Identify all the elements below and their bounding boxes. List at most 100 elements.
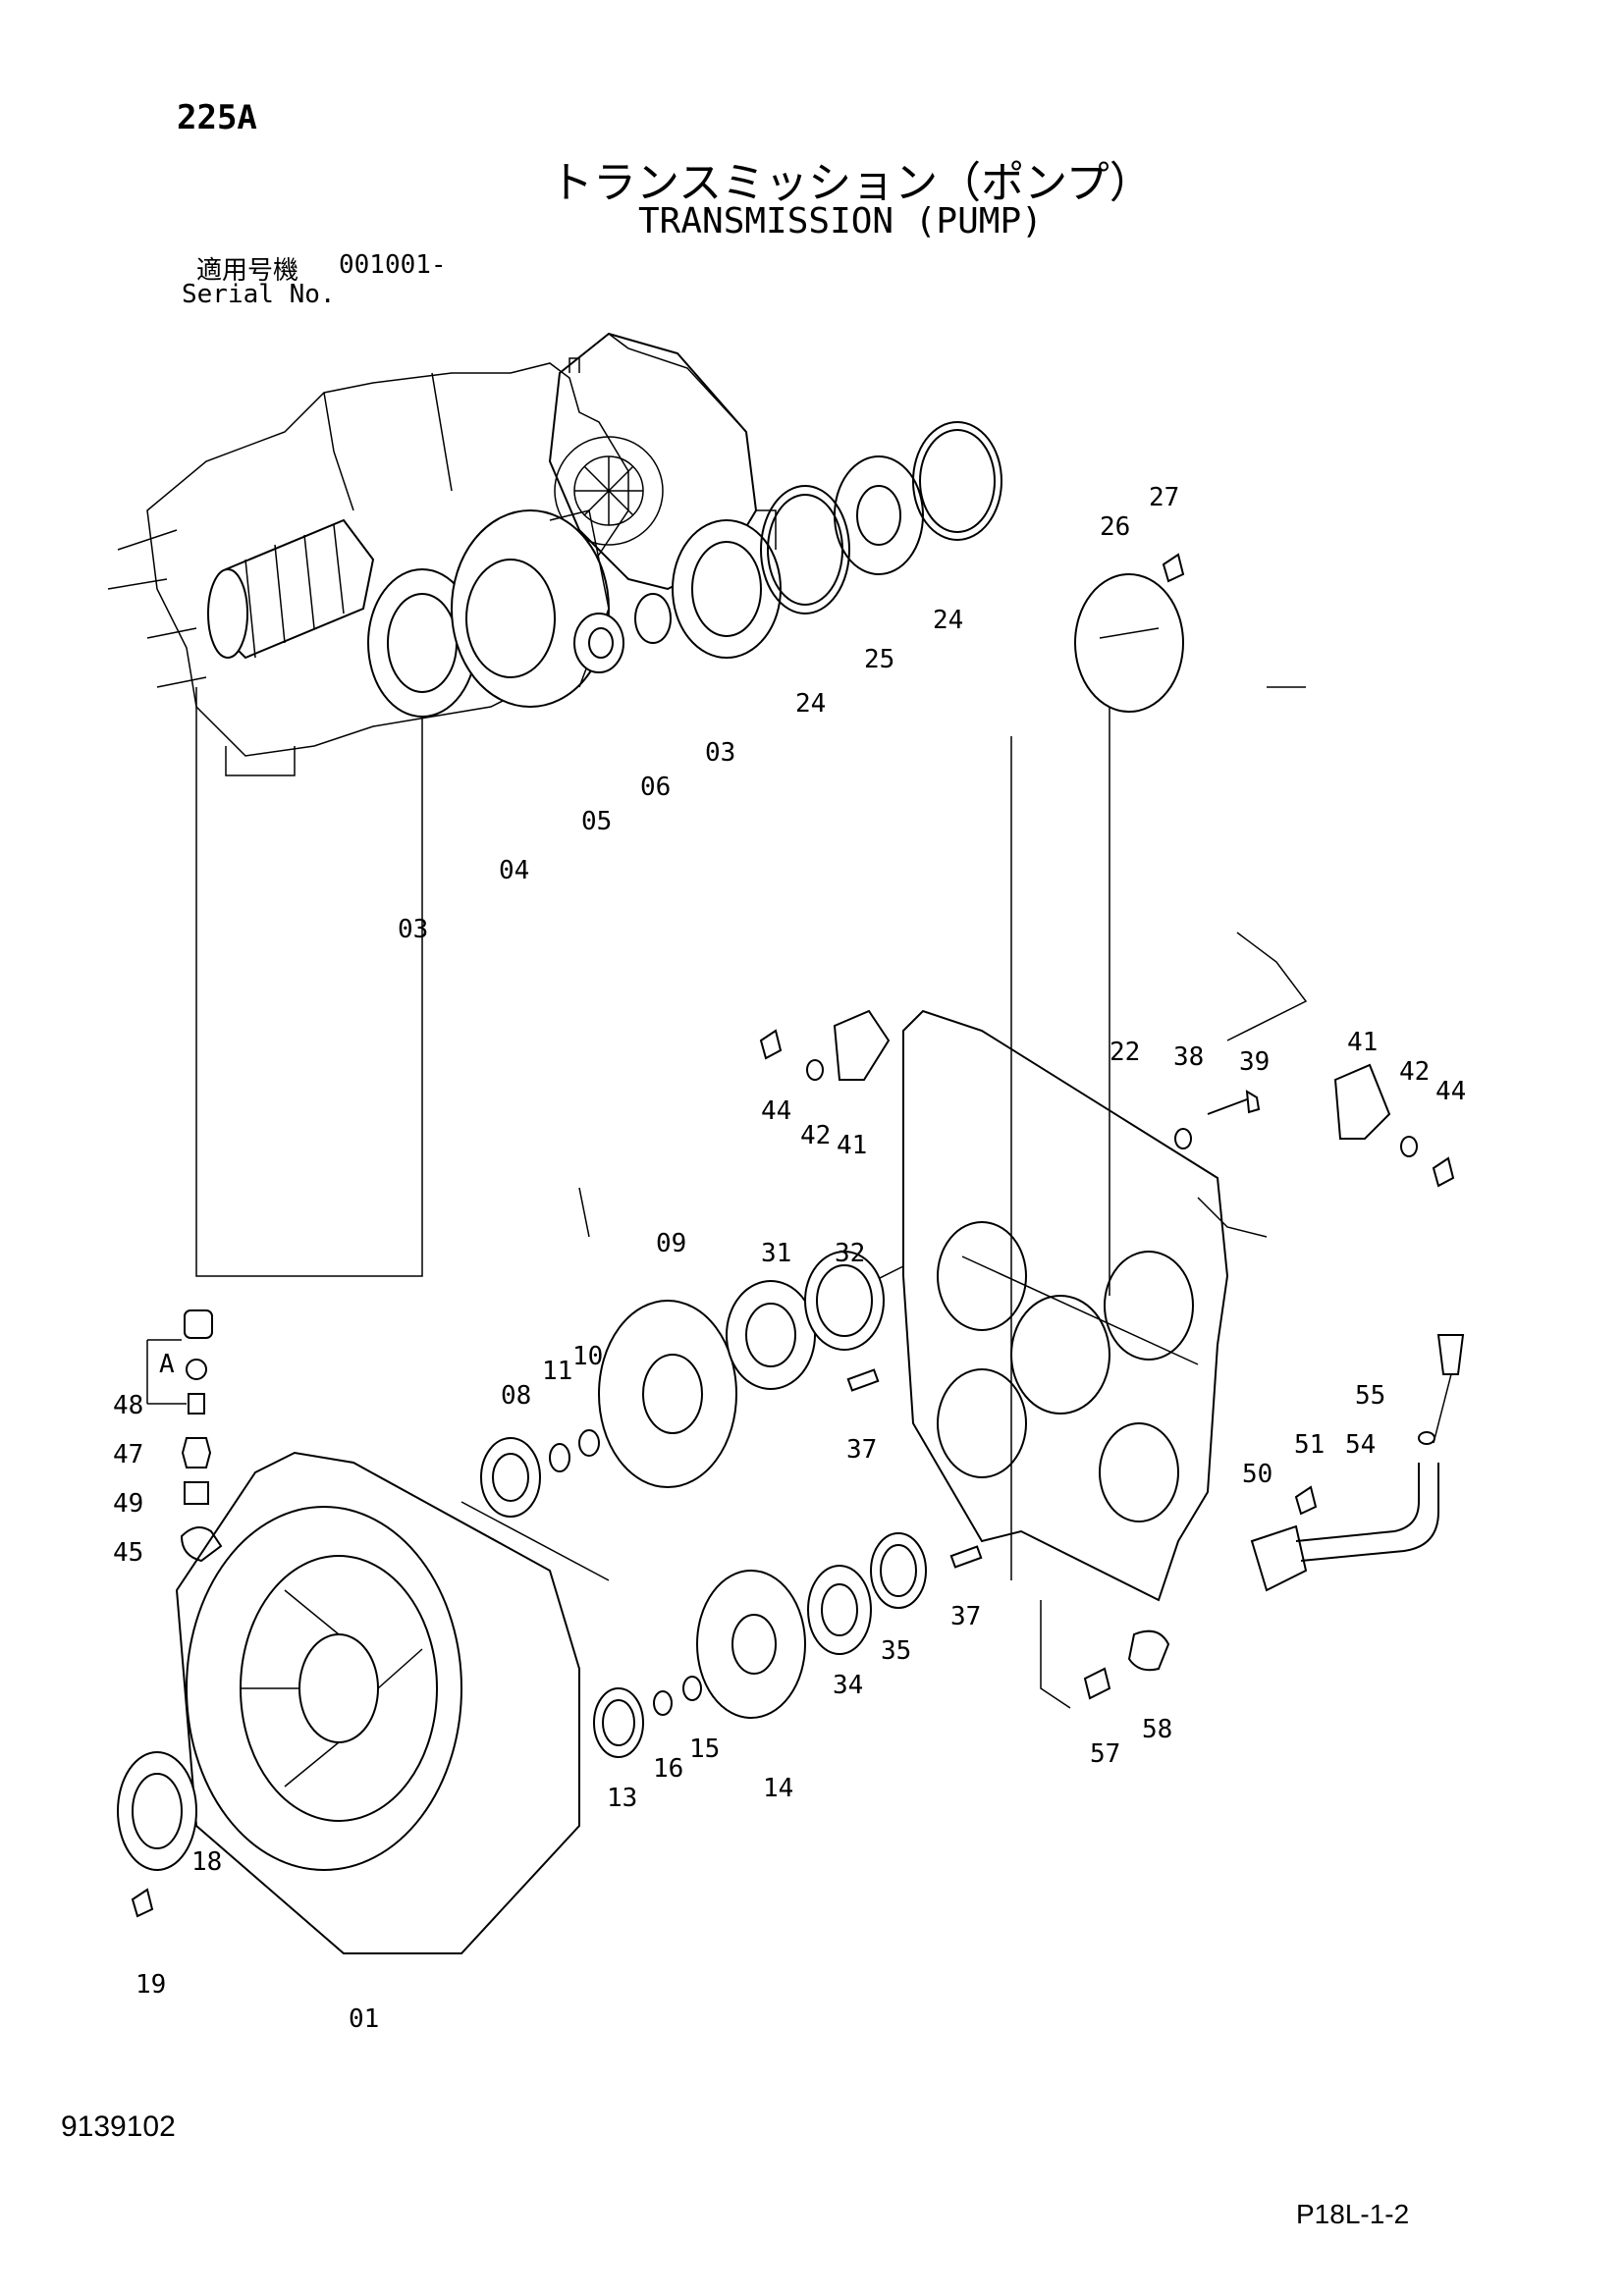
- part-label: 25: [864, 645, 894, 674]
- part-label: 05: [581, 807, 612, 836]
- washer-15: [682, 1676, 702, 1701]
- o-ring-54: [1418, 1431, 1435, 1445]
- page-title-japanese: トランスミッション（ポンプ）: [550, 158, 1153, 208]
- part-label: 15: [689, 1735, 720, 1764]
- bolt-51: [1294, 1485, 1318, 1516]
- serial-label-japanese: 適用号機: [196, 256, 299, 286]
- bearing-32: [804, 1251, 885, 1351]
- part-label: 45: [113, 1538, 143, 1568]
- bearing-05: [573, 613, 624, 673]
- washer-10: [578, 1429, 600, 1457]
- leader-lines: [195, 677, 1308, 1709]
- washer-38: [1174, 1128, 1192, 1149]
- bearing-03-right: [672, 519, 782, 659]
- bearing-34: [807, 1565, 872, 1655]
- callout-letter: A: [159, 1350, 175, 1379]
- ring-16: [653, 1690, 673, 1716]
- part-label: 37: [950, 1602, 981, 1631]
- part-label: 24: [933, 606, 963, 635]
- part-label: 10: [572, 1342, 603, 1371]
- part-label: 19: [135, 1970, 166, 2000]
- part-label: 42: [800, 1121, 831, 1150]
- bearing-08: [480, 1437, 541, 1518]
- part-label: 14: [763, 1774, 793, 1803]
- bolt-44-left: [759, 1029, 783, 1060]
- part-label: 42: [1399, 1057, 1430, 1087]
- gear-04: [451, 509, 610, 708]
- part-label: 11: [542, 1357, 572, 1386]
- part-label: 58: [1142, 1715, 1172, 1744]
- part-label: 55: [1355, 1381, 1385, 1411]
- part-label: 57: [1090, 1739, 1120, 1769]
- part-label: 38: [1173, 1042, 1204, 1072]
- part-label: 04: [499, 856, 529, 885]
- serial-number-value: 001001-: [339, 250, 447, 280]
- seal-ring-24-right: [912, 421, 1002, 541]
- pipe-50: [1250, 1463, 1439, 1592]
- part-label: 03: [705, 738, 735, 768]
- part-label: 41: [837, 1131, 867, 1160]
- part-number-labels: 27 26 24 25 24 03 06 05 04 03 44 42 41 2…: [113, 483, 1466, 2034]
- part-label: 13: [607, 1784, 637, 1813]
- washer-42-right: [1400, 1136, 1418, 1157]
- bolt-44-right: [1432, 1156, 1455, 1188]
- bolt-39: [1207, 1090, 1261, 1115]
- page-code: 225A: [177, 98, 257, 137]
- breather-55: [1433, 1334, 1465, 1444]
- snap-ring-11: [549, 1443, 570, 1472]
- retainer-18: [117, 1751, 197, 1871]
- cover-plate-26: [1074, 573, 1184, 713]
- rear-cover-22: [902, 1009, 1229, 1602]
- gear-14: [696, 1570, 806, 1719]
- bearing-35: [870, 1532, 927, 1609]
- part-label: 49: [113, 1489, 143, 1519]
- part-label: 35: [881, 1636, 911, 1666]
- part-label: 03: [398, 915, 428, 944]
- part-label: 18: [191, 1847, 222, 1877]
- part-label: 31: [761, 1239, 791, 1268]
- part-label: 37: [846, 1435, 877, 1465]
- document-number: 9139102: [61, 2110, 176, 2143]
- pin-37-upper: [846, 1368, 880, 1392]
- plug-57: [1083, 1667, 1111, 1700]
- part-label: 24: [795, 689, 826, 719]
- page-reference: P18L-1-2: [1296, 2199, 1410, 2229]
- part-label: 01: [349, 2004, 379, 2034]
- main-housing-01: [175, 1451, 580, 1954]
- part-label: 47: [113, 1440, 143, 1469]
- part-label: 51: [1294, 1430, 1325, 1460]
- part-label: 48: [113, 1391, 143, 1420]
- washer-42-left: [806, 1059, 824, 1081]
- serial-label-english: Serial No.: [182, 280, 336, 309]
- bolt-19: [131, 1888, 154, 1918]
- part-label: 41: [1347, 1028, 1378, 1057]
- bearing-31: [726, 1280, 816, 1390]
- input-shaft-part: [207, 518, 375, 660]
- fitting-58: [1127, 1629, 1170, 1672]
- part-label: 44: [1435, 1077, 1466, 1106]
- part-label: 34: [833, 1671, 863, 1700]
- part-label: 39: [1239, 1047, 1270, 1077]
- part-label: 06: [640, 773, 671, 802]
- gear-09: [598, 1300, 737, 1488]
- part-label: 27: [1149, 483, 1179, 512]
- bracket-41-right: [1333, 1063, 1391, 1140]
- part-label: 54: [1345, 1430, 1376, 1460]
- pin-37-lower: [949, 1545, 983, 1569]
- part-label: 09: [656, 1229, 686, 1258]
- part-label: 16: [653, 1754, 683, 1784]
- part-label: 22: [1110, 1038, 1140, 1067]
- snap-ring-06: [634, 593, 672, 644]
- engine-overview-illustration: [107, 332, 777, 776]
- part-label: 50: [1242, 1460, 1272, 1489]
- part-label: 44: [761, 1096, 791, 1126]
- shim-25: [834, 455, 924, 575]
- part-label: 08: [501, 1381, 531, 1411]
- part-label: 26: [1100, 512, 1130, 542]
- page-title-english: TRANSMISSION (PUMP): [638, 201, 1043, 241]
- seal-13: [593, 1687, 644, 1758]
- bracket-41-left: [833, 1009, 891, 1081]
- bolt-27: [1162, 553, 1185, 583]
- part-label: 32: [835, 1239, 865, 1268]
